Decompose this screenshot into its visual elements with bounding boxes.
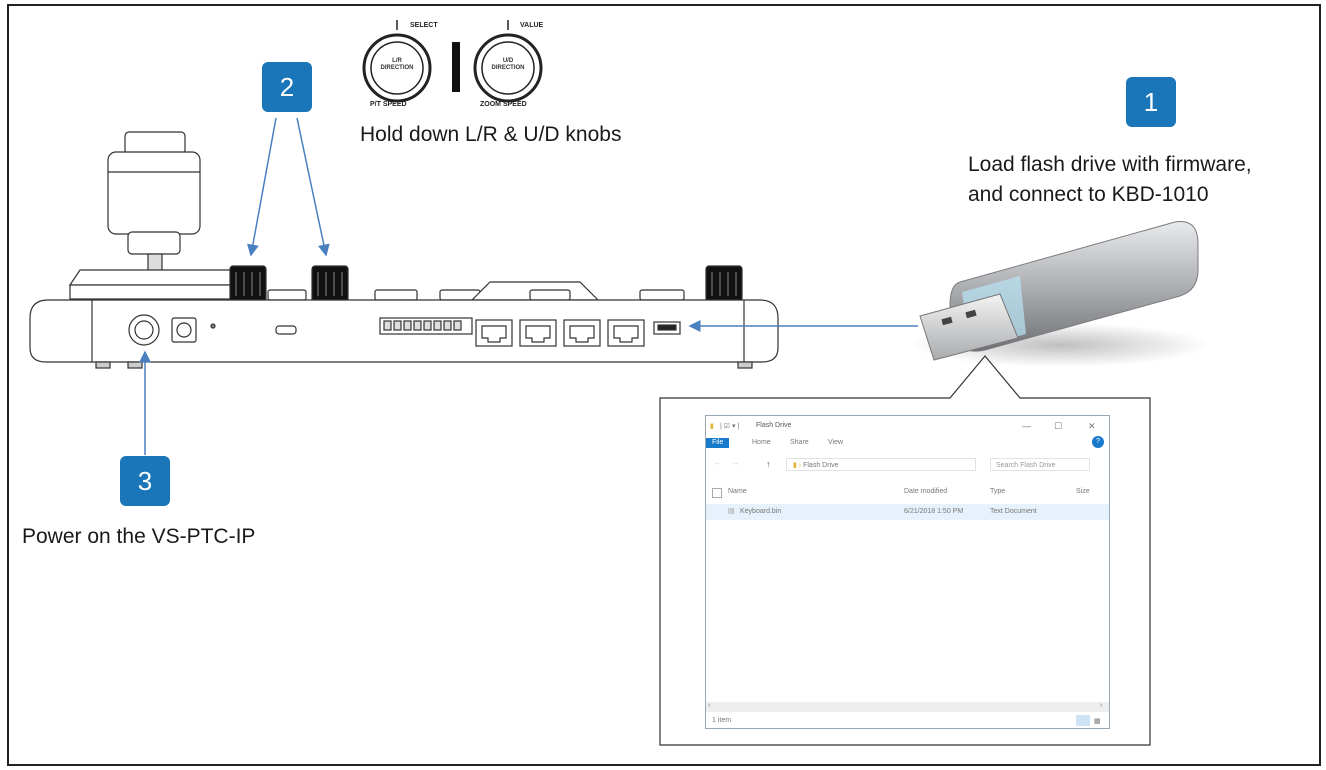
step-1-caption-line-1: Load flash drive with firmware, bbox=[968, 153, 1252, 176]
step-3-caption: Power on the VS-PTC-IP bbox=[22, 525, 256, 548]
address-text: Flash Drive bbox=[803, 462, 839, 469]
large-icons-view-icon[interactable]: ▦ bbox=[1094, 718, 1101, 725]
knob-left-inner-line-1: L/R bbox=[392, 58, 402, 64]
step-3-badge: 3 bbox=[120, 456, 170, 506]
file-icon: ▤ bbox=[728, 508, 735, 515]
joystick-body bbox=[107, 151, 201, 235]
help-icon[interactable]: ? bbox=[1092, 436, 1104, 448]
maximize-button[interactable]: ☐ bbox=[1054, 421, 1063, 431]
back-icon[interactable]: ← bbox=[714, 460, 721, 467]
step-2-caption: Hold down L/R & U/D knobs bbox=[360, 123, 622, 146]
column-date-modified[interactable]: Date modified bbox=[904, 488, 948, 495]
knob-left-inner-line-2: DIRECTION bbox=[380, 65, 414, 71]
tab-file[interactable]: File bbox=[706, 438, 730, 448]
up-arrow-icon[interactable]: ↑ bbox=[766, 459, 771, 469]
details-view-icon[interactable] bbox=[1076, 715, 1090, 726]
close-button[interactable]: ✕ bbox=[1088, 421, 1096, 431]
knob-legend bbox=[362, 20, 543, 103]
scroll-left-icon[interactable]: ‹ bbox=[708, 702, 711, 709]
front-knobs bbox=[229, 265, 743, 303]
file-date-modified: 6/21/2018 1:50 PM bbox=[904, 508, 964, 515]
knob-right-top-label: VALUE bbox=[520, 22, 544, 29]
step-1-caption: Load flash drive with firmware, and conn… bbox=[968, 150, 1252, 210]
knob-right-inner-line-2: DIRECTION bbox=[491, 65, 525, 71]
keyboard-controller bbox=[29, 131, 779, 369]
address-folder-icon: ▮ › bbox=[793, 462, 802, 469]
file-name: Keyboard.bin bbox=[740, 508, 782, 515]
file-explorer-window: ▮ | ☑ ▾ | Flash Drive — ☐ ✕ File Home Sh… bbox=[705, 415, 1110, 729]
column-type[interactable]: Type bbox=[990, 488, 1006, 495]
item-count: 1 item bbox=[712, 717, 732, 724]
instruction-arrows bbox=[139, 117, 918, 455]
search-input[interactable]: Search Flash Drive bbox=[990, 458, 1090, 471]
outer-frame bbox=[7, 4, 1321, 766]
forward-icon[interactable]: → bbox=[732, 460, 739, 467]
tab-home[interactable]: Home bbox=[752, 439, 771, 446]
explorer-callout bbox=[659, 355, 1151, 746]
knob-left-top-label: SELECT bbox=[410, 22, 438, 29]
column-header-row: Name Date modified Type Size bbox=[706, 486, 1109, 500]
usb-flash-drive bbox=[910, 220, 1210, 367]
horizontal-scrollbar[interactable]: ‹ › bbox=[706, 702, 1109, 712]
file-type: Text Document bbox=[990, 508, 1037, 515]
joystick-cap bbox=[124, 131, 186, 155]
scroll-right-icon[interactable]: › bbox=[1100, 702, 1103, 709]
explorer-ribbon: File Home Share View ? bbox=[706, 436, 1109, 450]
step-1-caption-line-2: and connect to KBD-1010 bbox=[968, 183, 1209, 206]
knob-left-inner-label: L/R DIRECTION bbox=[377, 58, 417, 72]
ethernet-ports bbox=[475, 319, 645, 347]
step-1-badge: 1 bbox=[1126, 77, 1176, 127]
column-size[interactable]: Size bbox=[1076, 488, 1090, 495]
status-bar: 1 item ▦ bbox=[706, 714, 1109, 728]
knob-right-inner-label: U/D DIRECTION bbox=[488, 58, 528, 72]
folder-icon: ▮ bbox=[710, 423, 714, 430]
explorer-navbar: ← → ↑ ▮ › Flash Drive Search Flash Drive bbox=[706, 456, 1109, 474]
knob-right-inner-line-1: U/D bbox=[502, 58, 514, 64]
step-2-badge: 2 bbox=[262, 62, 312, 112]
select-all-checkbox[interactable] bbox=[712, 488, 722, 498]
column-name[interactable]: Name bbox=[728, 488, 747, 495]
knob-left-bottom-label: P/T SPEED bbox=[370, 101, 407, 108]
quick-access-icons: | ☑ ▾ | bbox=[720, 423, 740, 430]
address-bar[interactable]: ▮ › Flash Drive bbox=[786, 458, 976, 471]
knob-right-bottom-label: ZOOM SPEED bbox=[480, 101, 527, 108]
minimize-button[interactable]: — bbox=[1022, 421, 1031, 431]
tab-share[interactable]: Share bbox=[790, 439, 809, 446]
window-title: Flash Drive bbox=[756, 422, 792, 429]
tab-view[interactable]: View bbox=[828, 439, 844, 446]
explorer-titlebar: ▮ | ☑ ▾ | Flash Drive — ☐ ✕ bbox=[706, 416, 1109, 436]
file-row[interactable]: ▤ Keyboard.bin 6/21/2018 1:50 PM Text Do… bbox=[706, 504, 1109, 520]
